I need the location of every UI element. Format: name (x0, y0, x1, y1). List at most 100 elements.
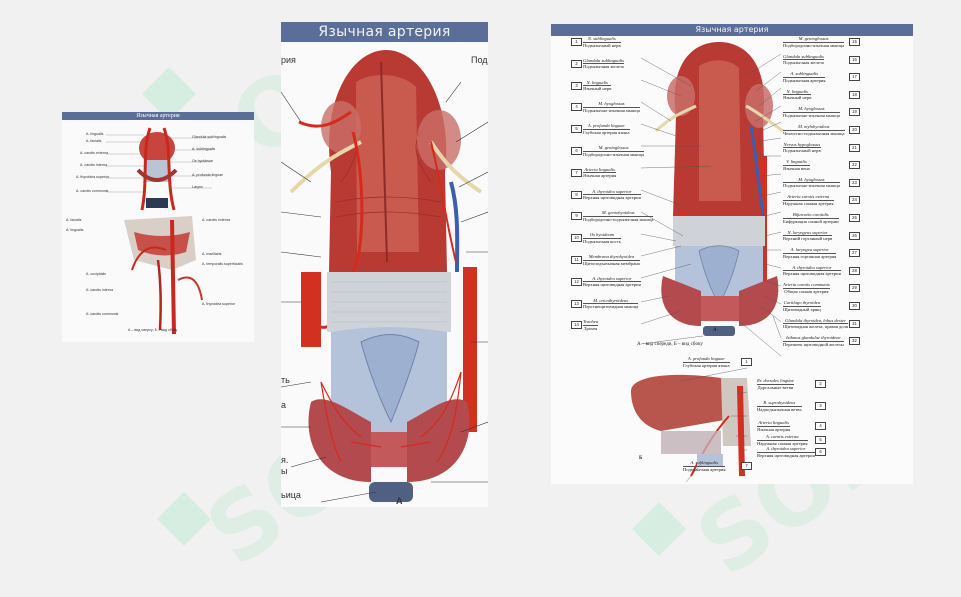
label-latin: M. geniohyoideus (601, 210, 635, 216)
label-number: 6 (815, 448, 826, 456)
slide-title: Язычная артерия (551, 24, 913, 36)
label-number: 26 (849, 231, 860, 240)
label-russian: Наружная сонная артерия (757, 439, 808, 446)
label-russian: Подъязычно-язычная мышца (783, 111, 840, 118)
label-russian: Общая сонная артерия (783, 287, 830, 294)
edge-label: ы (281, 466, 288, 476)
label-latin: N. sublingualis (587, 36, 616, 41)
figure-letter-b: Б (639, 456, 643, 461)
label-russian: Челюстно-подъязычная мышца (783, 129, 845, 136)
label-latin: A. carotis externa (765, 434, 799, 439)
figure-letter-a: А (713, 328, 717, 333)
label-russian: Подбородочно-язычная мышца (583, 150, 645, 157)
label-right: Glandula sublingualis (192, 135, 227, 139)
label-number: 5 (571, 125, 582, 134)
label-latin: Os hyoideum (589, 232, 614, 238)
slide-thumbnail-left: Язычная артерия A. lingualis A. facialis… (62, 112, 254, 342)
label-number: 17 (849, 73, 860, 82)
label-russian: Верхняя щитовидная артерия (757, 451, 815, 458)
watermark-diamond (632, 502, 686, 556)
label-lower: A. occipitalis (86, 272, 106, 276)
label-number: 29 (849, 284, 860, 293)
label-number: 14 (571, 321, 582, 330)
label-russian: Надподъязычная ветвь (757, 405, 802, 412)
label-russian: Язычная вена (783, 164, 810, 171)
label-latin: Arteria carotis externa (787, 194, 830, 200)
edge-label: ть (281, 375, 290, 385)
label-lower: A. temporalis superficialis (202, 262, 243, 266)
label-number: 8 (571, 190, 582, 199)
label-number: 1 (741, 358, 752, 366)
label-latin: M. cricothyroideus (593, 297, 628, 303)
label-lower: A. lingualis (66, 228, 84, 232)
label-number: 10 (571, 234, 582, 243)
label-lower: A. maxillaris (202, 252, 222, 256)
label-russian: Трахея (583, 324, 599, 331)
label-right: Os hyoideum (192, 159, 214, 163)
label-number: 2 (815, 380, 826, 388)
label-latin: A. profunda linguae (587, 123, 625, 129)
label-number: 21 (849, 143, 860, 152)
label-latin: Isthmus glandulae thyroideae (786, 335, 841, 341)
label-russian: Дорсальные ветви (757, 383, 794, 390)
label-left: A. lingualis (86, 132, 104, 136)
label-russian: Верхняя щитовидная артерия (583, 281, 641, 288)
label-latin: V. lingualis (786, 159, 807, 165)
label-left: A. carotis communis (76, 189, 109, 193)
label-number: 13 (571, 299, 582, 308)
label-russian: Подъязычный нерв (583, 41, 621, 48)
label-number: 3 (815, 402, 826, 410)
label-latin: N. lingualis (786, 88, 808, 94)
label-right: Larynx (192, 185, 203, 189)
label-russian: Верхняя щитовидная артерия (583, 194, 641, 201)
label-latin: A. thyroidea superior (592, 188, 632, 194)
label-latin: Glandula thyroidea, lobus dexter (785, 317, 846, 323)
label-latin: N. lingualis (586, 79, 608, 85)
label-russian: Щитоподъязычная мембрана (583, 259, 640, 266)
label-latin: N. laryngeus superior (787, 229, 828, 235)
label-number: 4 (815, 422, 826, 430)
label-number: 24 (849, 196, 860, 205)
anatomy-illustration-main (281, 50, 488, 503)
label-latin: M. mylohyoideus (798, 124, 830, 129)
label-number: 18 (849, 90, 860, 99)
label-russian: Щитовидная железа, правая доля (783, 323, 848, 330)
label-lower: A. carotis interna (86, 288, 113, 292)
label-number: 20 (849, 126, 860, 134)
label-number: 6 (571, 147, 582, 155)
label-left: A. thyroidea superior (76, 175, 110, 179)
edge-label: я. (281, 455, 289, 465)
label-latin: A. laryngea superior (790, 247, 829, 253)
anatomy-illustration-right (631, 42, 784, 483)
label-number: 5 (815, 436, 826, 444)
label-latin: Arteria lingualis (584, 166, 615, 172)
label-latin: Rr. dorsales linguae (757, 378, 794, 383)
edge-label: ьица (281, 490, 301, 500)
label-number: 28 (849, 266, 860, 275)
label-latin: A. thyroidea superior (792, 264, 832, 270)
label-russian: Щитовидный хрящ (783, 305, 821, 312)
label-russian: Глубокая артерия языка (583, 128, 630, 135)
label-right: A. profunda linguae (192, 173, 224, 177)
label-russian: Подъязычная артерия (683, 465, 726, 472)
label-latin: R. suprahyoideus (763, 400, 796, 405)
edge-label: Под (471, 55, 488, 65)
label-russian: Перешеек щитовидной железы (783, 340, 844, 347)
